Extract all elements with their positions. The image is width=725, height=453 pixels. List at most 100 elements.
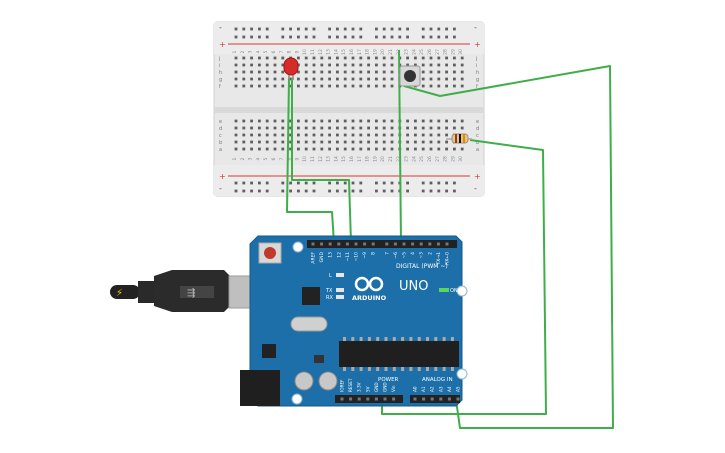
column-number: 9 <box>294 50 300 53</box>
breadboard-hole <box>250 126 253 130</box>
breadboard-hole <box>328 84 331 88</box>
digital-pin[interactable] <box>328 242 332 246</box>
rail-hole <box>281 27 285 31</box>
analog-pin[interactable] <box>430 397 434 401</box>
digital-pin[interactable] <box>345 242 349 246</box>
analog-pin[interactable] <box>413 397 417 401</box>
digital-pin[interactable] <box>419 242 423 246</box>
analog-pin[interactable] <box>439 397 443 401</box>
breadboard-hole <box>382 140 386 144</box>
breadboard-hole <box>460 84 464 88</box>
breadboard-hole <box>258 84 261 88</box>
mounting-hole-2 <box>456 285 468 297</box>
rail-hole <box>242 35 246 39</box>
breadboard-hole <box>242 126 246 130</box>
column-number: 5 <box>263 157 269 160</box>
breadboard-hole <box>375 140 378 144</box>
digital-pin[interactable] <box>385 242 389 246</box>
resistor[interactable] <box>446 133 472 144</box>
breadboard-hole <box>250 119 253 123</box>
row-letter-left: g <box>219 77 222 83</box>
atmega-chip <box>339 341 459 367</box>
column-number: 18 <box>365 49 371 55</box>
power-pin[interactable] <box>392 397 396 401</box>
rail-hole <box>437 35 441 39</box>
dc-power-jack <box>240 370 280 406</box>
rail-plus-left-bottom: + <box>219 172 226 181</box>
digital-pin[interactable] <box>445 242 449 246</box>
board-model: UNO <box>399 279 428 294</box>
digital-pin[interactable] <box>393 242 397 246</box>
rail-hole <box>265 27 269 31</box>
power-pin-label: Vin <box>391 385 396 392</box>
breadboard-hole <box>312 147 316 151</box>
breadboard-holes <box>234 27 464 193</box>
breadboard-hole <box>390 77 394 81</box>
analog-pin[interactable] <box>456 397 460 401</box>
breadboard-hole <box>336 77 339 81</box>
breadboard-hole <box>289 140 292 144</box>
chip-leg <box>359 367 363 371</box>
column-number: 4 <box>255 157 261 160</box>
breadboard-hole <box>437 56 441 60</box>
breadboard-hole <box>460 63 464 67</box>
resistor-band-2 <box>459 134 461 143</box>
breadboard-hole <box>250 84 253 88</box>
breadboard-hole <box>390 126 394 130</box>
digital-pin[interactable] <box>311 242 315 246</box>
breadboard-hole <box>421 63 425 67</box>
power-pin[interactable] <box>349 397 353 401</box>
breadboard-hole <box>297 126 300 130</box>
power-pin[interactable] <box>383 397 387 401</box>
breadboard-hole <box>320 147 324 151</box>
breadboard-hole <box>328 126 331 130</box>
digital-pin[interactable] <box>371 242 375 246</box>
power-pin[interactable] <box>366 397 370 401</box>
breadboard-hole <box>460 70 464 74</box>
led-body <box>283 57 299 76</box>
push-button[interactable] <box>399 65 421 87</box>
breadboard-hole <box>234 140 238 144</box>
analog-pin[interactable] <box>447 397 451 401</box>
digital-pin[interactable] <box>337 242 341 246</box>
power-pin[interactable] <box>340 397 344 401</box>
digital-pin[interactable] <box>320 242 324 246</box>
breadboard-hole <box>258 133 261 137</box>
breadboard-hole <box>367 133 370 137</box>
breadboard-hole <box>382 147 386 151</box>
column-number: 28 <box>443 49 449 55</box>
arduino-brand: ARDUINO <box>352 294 387 302</box>
digital-pin[interactable] <box>354 242 358 246</box>
breadboard-hole <box>421 133 425 137</box>
digital-pin-label: 7 <box>384 252 390 255</box>
digital-pin[interactable] <box>411 242 415 246</box>
rail-hole <box>242 189 246 193</box>
column-number: 30 <box>458 49 464 55</box>
red-led[interactable] <box>283 57 299 80</box>
breadboard-hole <box>351 126 355 130</box>
breadboard-hole <box>312 140 316 144</box>
digital-pin-label: ~5 <box>402 252 408 259</box>
rail-hole <box>437 189 441 193</box>
reset-button[interactable] <box>264 247 276 259</box>
breadboard-hole <box>304 133 308 137</box>
breadboard-hole <box>460 119 464 123</box>
digital-pin[interactable] <box>402 242 406 246</box>
column-number: 22 <box>396 156 402 162</box>
power-pin[interactable] <box>374 397 378 401</box>
breadboard-hole <box>367 56 370 60</box>
breadboard-hole <box>336 147 339 151</box>
breadboard-hole <box>445 140 448 144</box>
rail-hole <box>390 181 394 185</box>
digital-pin[interactable] <box>436 242 440 246</box>
breadboard-hole <box>297 133 300 137</box>
power-pin-label: 5V <box>365 386 370 392</box>
chip-leg <box>367 367 371 371</box>
rail-hole <box>312 35 316 39</box>
digital-pin[interactable] <box>428 242 432 246</box>
breadboard-hole <box>250 63 253 67</box>
breadboard-hole <box>437 119 441 123</box>
digital-pin[interactable] <box>363 242 367 246</box>
power-pin[interactable] <box>357 397 361 401</box>
analog-pin[interactable] <box>422 397 426 401</box>
